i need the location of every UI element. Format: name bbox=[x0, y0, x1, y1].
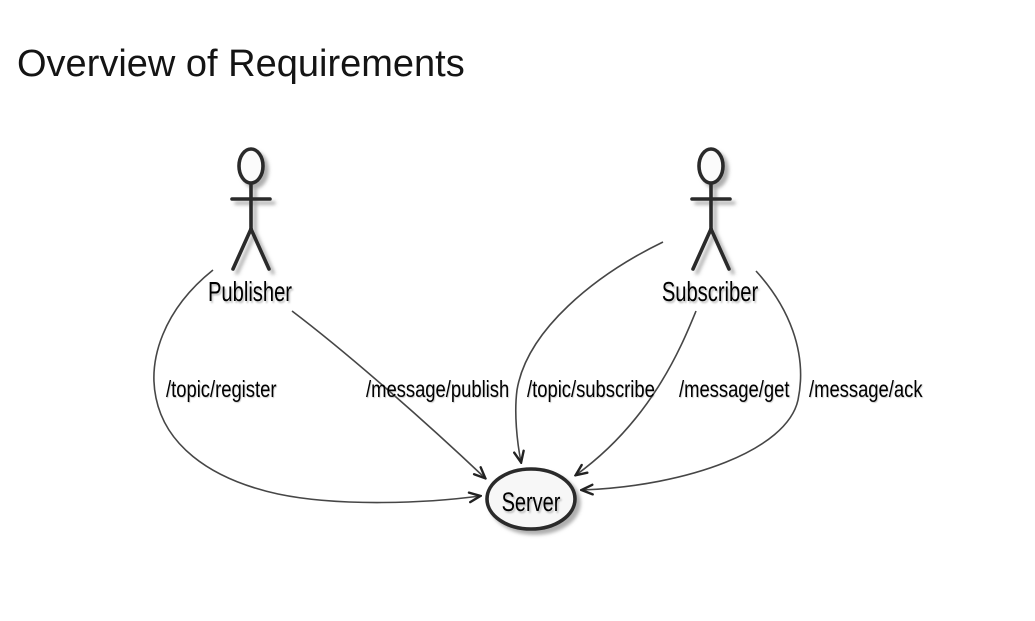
edge-message-publish bbox=[291, 310, 485, 478]
page-title: Overview of Requirements bbox=[17, 43, 465, 85]
edge-message-get bbox=[576, 310, 697, 475]
edge-lines bbox=[153, 241, 802, 503]
edge-label-message-publish: /message/publish bbox=[366, 376, 510, 402]
edge-topic-register bbox=[153, 269, 480, 503]
edge-label-topic-subscribe: /topic/subscribe bbox=[527, 376, 655, 402]
subscriber-actor-label: Subscriber bbox=[661, 276, 759, 307]
edge-label-message-ack: /message/ack bbox=[809, 376, 923, 402]
edge-message-ack bbox=[582, 270, 802, 490]
edge-label-message-get: /message/get bbox=[679, 376, 790, 402]
publisher-actor-label: Publisher bbox=[207, 276, 293, 307]
server-label: Server bbox=[501, 487, 561, 517]
server-ellipse bbox=[485, 467, 577, 531]
subscriber-actor-icon bbox=[690, 147, 732, 271]
edge-label-topic-register: /topic/register bbox=[166, 376, 277, 402]
publisher-actor-icon bbox=[230, 147, 272, 271]
edge-topic-subscribe bbox=[516, 241, 664, 462]
